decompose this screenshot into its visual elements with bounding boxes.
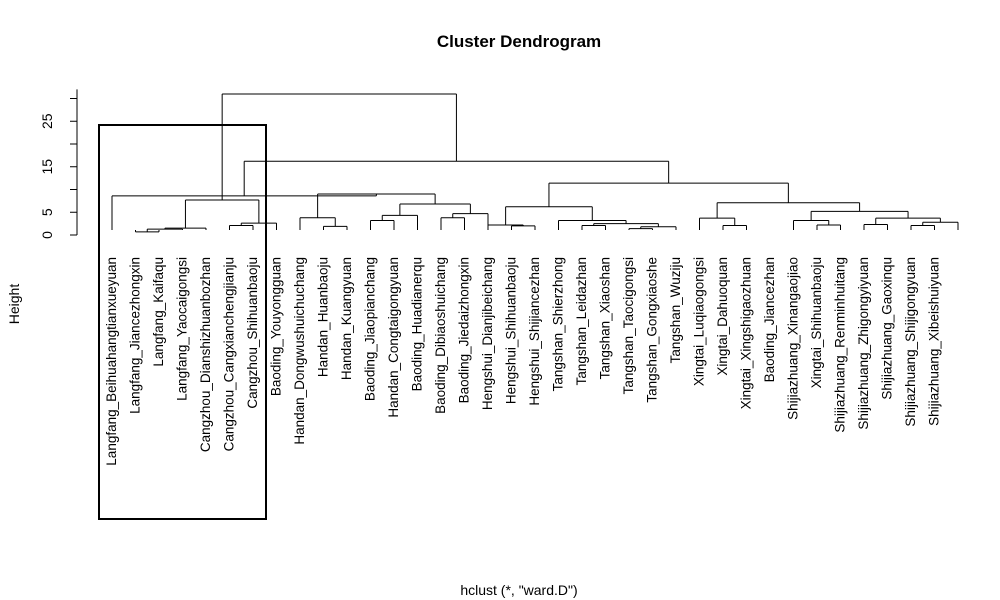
leaf-label: Shijiazhuang_Gaoxinqu	[880, 257, 895, 400]
leaf-label: Shijiazhuang_Shijigongyuan	[903, 257, 918, 427]
leaf-label: Shijiazhuang_Xibeishuiyuan	[927, 257, 942, 426]
chart-title: Cluster Dendrogram	[437, 32, 601, 51]
cluster-rects	[98, 124, 267, 520]
leaf-label: Baoding_Jiancezhan	[762, 257, 777, 382]
leaf-label: Cangzhou_Cangxianchengjianju	[222, 257, 237, 451]
leaf-labels: Langfang_Beihuahangtianxueyuan Langfang_J…	[104, 257, 942, 466]
leaf-label: Tangshan_Gongxiaoshe	[645, 257, 660, 403]
x-axis-label: hclust (*, "ward.D")	[460, 582, 577, 598]
dendrogram-tree	[111, 93, 959, 233]
leaf-label: Langfang_Kaifaqu	[151, 257, 166, 367]
leaf-label: Tangshan_Leidazhan	[574, 257, 589, 385]
y-axis: 0 5 15 25	[39, 89, 78, 239]
leaf-label: Langfang_Jiancezhongxin	[128, 257, 143, 414]
leaf-label: Handan_Kuangyuan	[339, 257, 354, 380]
leaf-label: Tangshan_Xiaoshan	[598, 257, 613, 379]
leaf-label: Baoding_Huadianerqu	[410, 257, 425, 391]
leaf-label: Hengshui_Shihuanbaoju	[504, 257, 519, 404]
leaf-label: Shijiazhuang_Zhigongyiyuan	[856, 257, 871, 430]
leaf-label: Tangshan_Shierzhong	[551, 257, 566, 391]
leaf-label: Handan_Dongwushuichuchang	[292, 257, 307, 445]
y-axis-label: Height	[6, 284, 22, 325]
y-tick-label: 0	[39, 231, 55, 239]
leaf-label: Hengshui_Shijiancezhan	[527, 257, 542, 406]
y-tick-label: 25	[39, 113, 55, 129]
y-tick-label: 15	[39, 159, 55, 175]
leaf-label: Baoding_Youyongguan	[269, 257, 284, 396]
leaf-label: Shijiazhuang_Xinangaojiao	[786, 257, 801, 420]
leaf-label: Xingtai_Dahuoquan	[715, 257, 730, 376]
leaf-label: Shijiazhuang_Renminhuitang	[833, 257, 848, 433]
leaf-label: Cangzhou_Shihuanbaoju	[245, 257, 260, 409]
leaf-label: Hengshui_Dianjibeichang	[480, 257, 495, 410]
leaf-label: Langfang_Beihuahangtianxueyuan	[104, 257, 119, 466]
leaf-label: Handan_Congtaigongyuan	[386, 257, 401, 418]
leaf-label: Tangshan_Taocigongsi	[621, 257, 636, 394]
leaf-label: Cangzhou_Dianshizhuanbozhan	[198, 257, 213, 452]
leaf-label: Xingtai_Shihuanbaoju	[809, 257, 824, 388]
leaf-label: Xingtai_Xingshigaozhuan	[739, 257, 754, 409]
leaf-label: Handan_Huanbaoju	[316, 257, 331, 377]
leaf-label: Baoding_Dibiaoshuichang	[433, 257, 448, 414]
leaf-label: Baoding_Jiedaizhongxin	[457, 257, 472, 403]
y-tick-label: 5	[39, 208, 55, 216]
leaf-label: Xingtai_Luqiaogongsi	[692, 257, 707, 386]
cluster-highlight-rect	[98, 124, 267, 520]
leaf-label: Tangshan_Wuziju	[668, 257, 683, 363]
leaf-label: Langfang_Yaocaigongsi	[175, 257, 190, 401]
leaf-label: Baoding_Jiaopianchang	[363, 257, 378, 401]
